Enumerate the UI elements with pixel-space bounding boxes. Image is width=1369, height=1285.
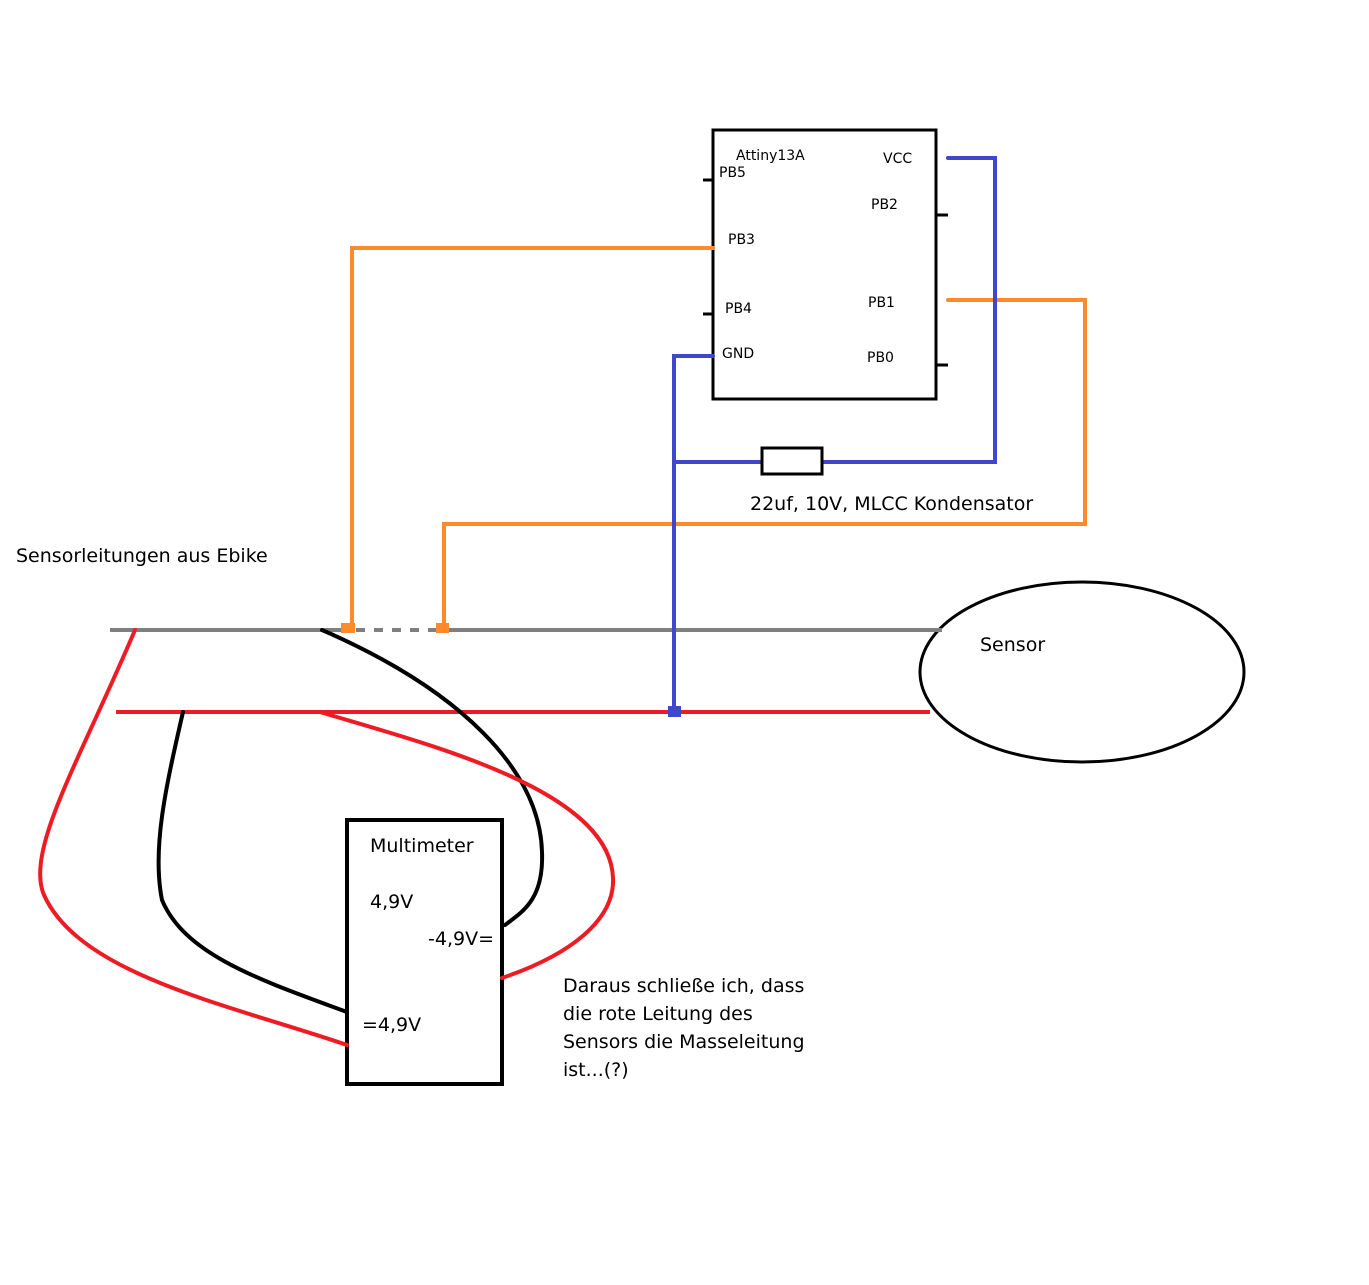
conclusion-line-4: ist...(?) xyxy=(563,1059,629,1081)
pin-label-pb0: PB0 xyxy=(867,350,894,366)
capacitor-symbol xyxy=(760,446,824,476)
sensor-label: Sensor xyxy=(980,634,1045,656)
capacitor-label: 22uf, 10V, MLCC Kondensator xyxy=(750,493,1033,515)
conclusion-line-1: Daraus schließe ich, dass xyxy=(563,975,804,997)
pin-label-pb4: PB4 xyxy=(725,301,752,317)
multimeter-box xyxy=(345,818,504,1086)
pin-label-vcc: VCC xyxy=(883,151,912,167)
pin-label-pb2: PB2 xyxy=(871,197,898,213)
multimeter-reading-mid: -4,9V= xyxy=(428,928,494,950)
red-probe-wire-left xyxy=(38,628,349,1047)
pin-label-pb5: PB5 xyxy=(719,165,746,181)
conclusion-line-2: die rote Leitung des xyxy=(563,1003,753,1025)
orange-junction-left xyxy=(341,623,355,633)
multimeter-reading-top: 4,9V xyxy=(370,891,413,913)
chip-name: Attiny13A xyxy=(736,148,805,164)
orange-wire-pb1 xyxy=(442,298,1087,632)
pin-label-gnd: GND xyxy=(722,346,754,362)
multimeter-reading-bottom: =4,9V xyxy=(362,1014,421,1036)
blue-junction xyxy=(668,706,681,717)
pin-label-pb3: PB3 xyxy=(728,232,755,248)
sensor-lines-label: Sensorleitungen aus Ebike xyxy=(16,545,268,567)
conclusion-line-3: Sensors die Masseleitung xyxy=(563,1031,805,1053)
black-probe-wire-right xyxy=(320,628,545,927)
multimeter-title: Multimeter xyxy=(370,835,474,857)
orange-junction-right xyxy=(436,623,449,633)
black-probe-wire-left xyxy=(156,710,349,1014)
pin-label-pb1: PB1 xyxy=(868,295,895,311)
orange-wire-pb3 xyxy=(350,246,715,632)
blue-wire-gnd xyxy=(672,354,715,714)
blue-wire-vcc xyxy=(820,156,997,464)
red-probe-wire-right xyxy=(318,710,616,980)
sensor-ellipse xyxy=(918,580,1246,764)
attiny-chip xyxy=(711,128,938,401)
